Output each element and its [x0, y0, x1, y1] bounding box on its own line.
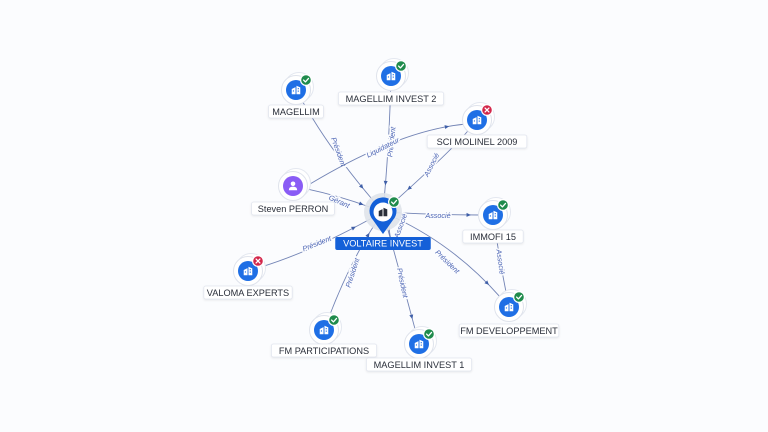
- node-label-box: [251, 201, 335, 216]
- edge-line: [328, 223, 376, 319]
- edge-label: Président: [395, 267, 410, 300]
- node-label: MAGELLIM: [272, 107, 319, 117]
- active-check-icon: [328, 314, 341, 327]
- node-label: SCI MOLINEL 2009: [437, 137, 518, 147]
- node-perron[interactable]: Steven PERRON: [251, 168, 335, 216]
- active-check-icon: [512, 291, 525, 304]
- edge-line: [396, 212, 481, 216]
- edge-line: [305, 188, 371, 208]
- node-magellim[interactable]: MAGELLIM: [268, 72, 324, 119]
- active-check-icon: [395, 59, 408, 72]
- active-check-icon: [423, 328, 436, 341]
- node-label: FM DEVELOPPEMENT: [460, 326, 558, 336]
- node-immofi[interactable]: IMMOFI 15: [462, 197, 524, 244]
- edge-label: Président: [433, 248, 462, 276]
- node-label: FM PARTICIPATIONS: [279, 346, 369, 356]
- node-label-box: [426, 134, 528, 149]
- node-label-box: [203, 285, 293, 300]
- edge-arrow-icon: [358, 184, 364, 189]
- center-node[interactable]: VOLTAIRE INVEST: [335, 193, 431, 250]
- person-icon: [288, 181, 298, 191]
- node-label: VALOMA EXPERTS: [207, 288, 289, 298]
- node-label-box: [270, 343, 377, 358]
- building-icon: [386, 71, 396, 81]
- edge-arrow-icon: [351, 226, 356, 231]
- center-label: VOLTAIRE INVEST: [343, 238, 423, 248]
- node-label: MAGELLIM INVEST 1: [374, 360, 465, 370]
- node-label: Steven PERRON: [258, 204, 328, 214]
- building-icon: [291, 85, 301, 95]
- node-fmpart[interactable]: FM PARTICIPATIONS: [270, 312, 377, 358]
- edge-line: [309, 123, 467, 185]
- active-check-icon: [388, 196, 401, 209]
- edge-arrow-icon: [466, 212, 471, 217]
- edge-line: [395, 217, 501, 298]
- node-fmdev[interactable]: FM DEVELOPPEMENT: [458, 289, 560, 338]
- edge-arrow-icon: [383, 180, 388, 186]
- building-icon: [243, 266, 253, 276]
- building-icon: [472, 115, 482, 125]
- edge-arrow-icon: [484, 280, 489, 285]
- edge-line: [260, 218, 371, 268]
- edge-arrow-icon: [444, 125, 450, 130]
- edge-label: Liquidateur: [365, 135, 401, 159]
- edge-label: Président: [343, 256, 361, 289]
- node-label: IMMOFI 15: [470, 232, 516, 242]
- center-label-box: [335, 237, 431, 250]
- node-valoma[interactable]: VALOMA EXPERTS: [203, 253, 293, 300]
- edge-label: Associé: [424, 211, 450, 220]
- node-magellim2[interactable]: MAGELLIM INVEST 2: [337, 58, 444, 106]
- inactive-cross-icon: [481, 103, 494, 116]
- node-magellim1[interactable]: MAGELLIM INVEST 1: [365, 326, 472, 372]
- nodes-layer: MAGELLIM MAGELLIM INVEST 2 SCI MOLINEL 200…: [203, 58, 560, 372]
- node-label-box: [458, 323, 560, 338]
- node-label: MAGELLIM INVEST 2: [346, 94, 437, 104]
- building-icon: [488, 210, 498, 220]
- building-icon: [378, 207, 388, 217]
- edge-arrow-icon: [365, 232, 370, 238]
- active-check-icon: [300, 73, 313, 86]
- edge-label: Président: [301, 233, 333, 253]
- edge-arrow-icon: [358, 201, 364, 206]
- node-label-box: [365, 357, 472, 372]
- inactive-cross-icon: [252, 255, 265, 268]
- node-label-box: [337, 91, 444, 106]
- node-molinel[interactable]: SCI MOLINEL 2009: [426, 102, 528, 149]
- edge-arrow-icon: [409, 314, 414, 320]
- node-label-box: [268, 104, 324, 119]
- building-icon: [504, 302, 514, 312]
- building-icon: [319, 325, 329, 335]
- edge-center-immofi[interactable]: Associé: [396, 209, 481, 221]
- node-label-box: [462, 229, 524, 244]
- edge-label: Associé: [494, 248, 507, 275]
- active-check-icon: [497, 199, 510, 212]
- edge-label: Associé: [421, 151, 441, 178]
- building-icon: [414, 339, 424, 349]
- edge-arrow-icon: [407, 185, 412, 191]
